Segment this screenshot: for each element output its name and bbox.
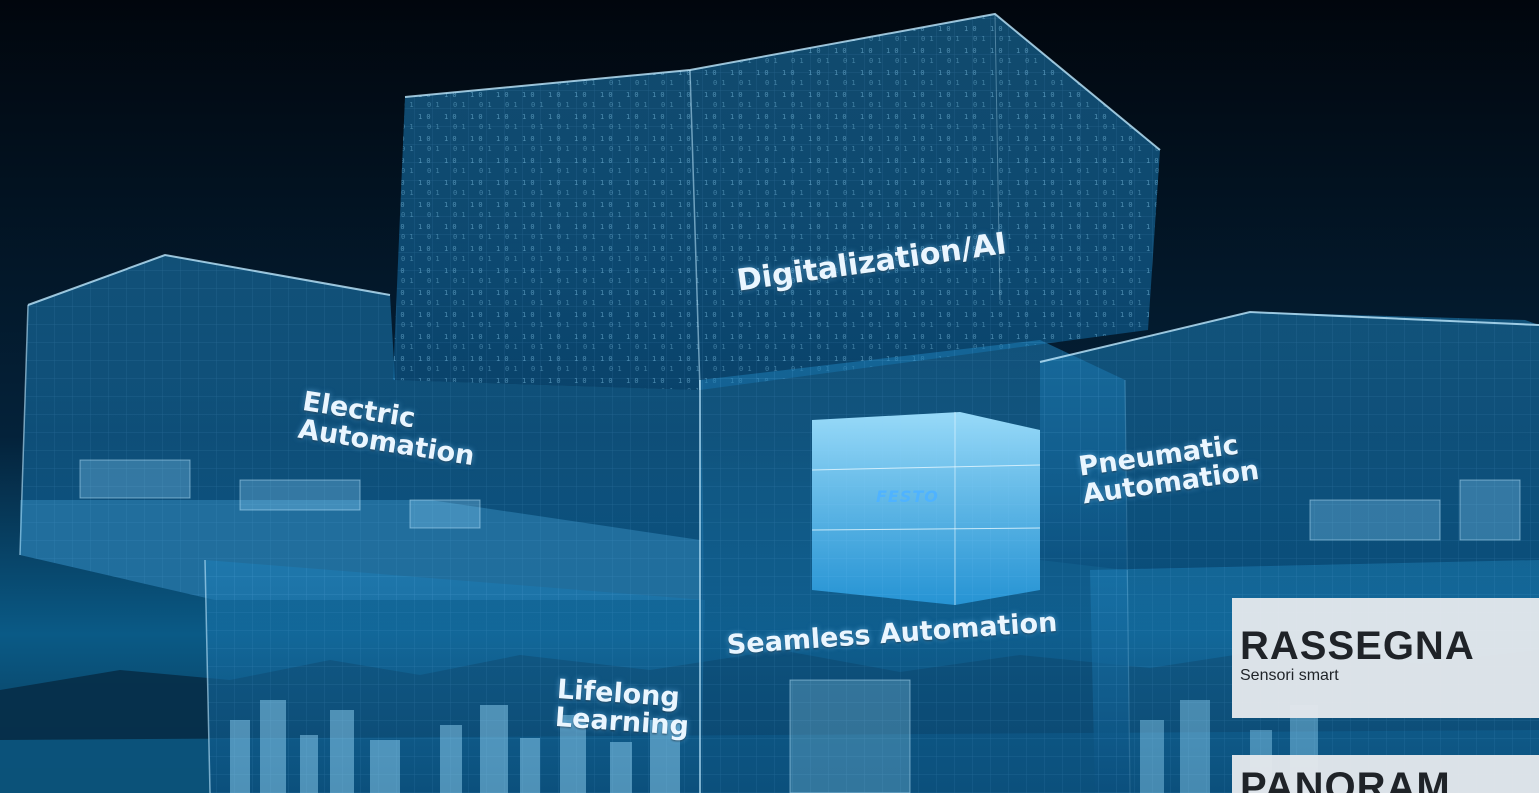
card-panorama-title: PANORAM: [1240, 765, 1451, 793]
core-cube: [811, 412, 1041, 605]
card-rassegna-subtitle: Sensori smart: [1240, 667, 1339, 684]
block-electric: [19, 253, 705, 600]
label-lifelong-learning: Lifelong Learning: [554, 674, 692, 743]
cube-digitalization: [393, 12, 1161, 391]
festo-logo: FESTO: [876, 487, 939, 506]
card-rassegna[interactable]: RASSEGNA Sensori smart: [1232, 598, 1539, 718]
card-rassegna-title: RASSEGNA: [1240, 624, 1475, 668]
block-pneumatic: [1039, 310, 1539, 570]
card-panorama[interactable]: PANORAM: [1232, 755, 1539, 793]
block-lifelong: [204, 559, 705, 793]
